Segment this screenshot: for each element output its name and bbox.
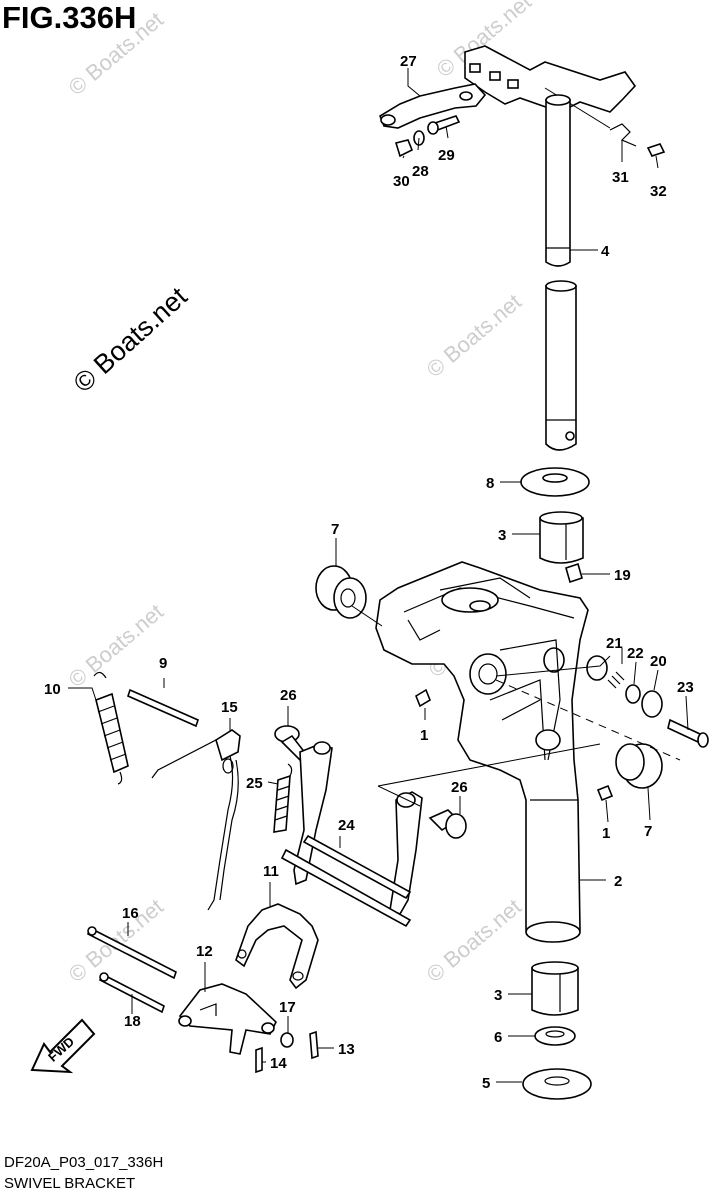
bushing-part — [539, 511, 584, 564]
callout-19: 19 — [614, 567, 631, 584]
pad-part — [565, 562, 583, 584]
callout-20: 20 — [650, 653, 667, 670]
figure-code: DF20A_P03_017_336H — [4, 1154, 164, 1171]
callout-2: 2 — [614, 873, 622, 890]
callout-7: 7 — [644, 823, 652, 840]
callout-29: 29 — [438, 147, 455, 164]
callout-5: 5 — [482, 1075, 490, 1092]
callout-12: 12 — [196, 943, 213, 960]
forward-direction-arrow: FWD — [30, 1018, 96, 1074]
rod-part — [87, 926, 97, 936]
callout-numbers: 27 28 29 30 31 32 4 8 3 19 7 9 10 15 26 … — [44, 53, 694, 1092]
steering-bracket-part — [379, 45, 637, 129]
callout-15: 15 — [221, 699, 238, 716]
cotter-pin-part — [255, 1046, 263, 1074]
callout-27: 27 — [400, 53, 417, 70]
stopper-bracket-part — [235, 903, 319, 990]
spring-part — [93, 671, 129, 785]
callout-1: 1 — [420, 727, 428, 744]
callout-21: 21 — [606, 635, 623, 652]
tilt-support-part — [178, 983, 277, 1055]
figure-name: SWIVEL BRACKET — [4, 1175, 136, 1192]
bushing-part — [531, 961, 579, 1016]
figure-title: FIG.336H — [2, 0, 137, 35]
callout-7: 7 — [331, 521, 339, 538]
washer-part — [522, 1068, 592, 1100]
callout-32: 32 — [650, 183, 667, 200]
callout-16: 16 — [122, 905, 139, 922]
callout-9: 9 — [159, 655, 167, 672]
steering-shaft-part — [545, 94, 577, 451]
callout-14: 14 — [270, 1055, 287, 1072]
callout-6: 6 — [494, 1029, 502, 1046]
callout-8: 8 — [486, 475, 494, 492]
callout-13: 13 — [338, 1041, 355, 1058]
callout-26: 26 — [451, 779, 468, 796]
callout-1: 1 — [602, 825, 610, 842]
callout-24: 24 — [338, 817, 355, 834]
callout-18: 18 — [124, 1013, 141, 1030]
callout-31: 31 — [612, 169, 629, 186]
callout-17: 17 — [279, 999, 296, 1016]
callout-26: 26 — [280, 687, 297, 704]
pin-part — [127, 688, 199, 728]
washer-part — [520, 467, 590, 497]
callout-3: 3 — [498, 527, 506, 544]
callout-4: 4 — [601, 243, 610, 260]
clip-part — [609, 123, 666, 157]
thrust-bolt-part — [586, 655, 709, 748]
callout-22: 22 — [627, 645, 644, 662]
callout-25: 25 — [246, 775, 263, 792]
rod-part — [87, 926, 177, 980]
leader-lines — [68, 68, 689, 1083]
cotter-pin-part — [309, 1030, 319, 1060]
callout-3: 3 — [494, 987, 502, 1004]
washer-part — [280, 1032, 294, 1048]
bushing-part — [615, 743, 663, 789]
swivel-bracket-part — [375, 561, 589, 943]
bolt-part — [428, 809, 467, 839]
spring-part — [273, 763, 293, 833]
washer-part — [534, 1026, 576, 1046]
callout-30: 30 — [393, 173, 410, 190]
callout-23: 23 — [677, 679, 694, 696]
callout-10: 10 — [44, 681, 61, 698]
tilt-lock-lever-part — [280, 741, 423, 928]
rod-part — [99, 972, 109, 982]
callout-11: 11 — [263, 863, 279, 880]
bolt-part — [394, 115, 461, 158]
grease-nipple-part — [415, 688, 431, 708]
bushing-part — [315, 565, 367, 619]
lever-part — [151, 729, 241, 911]
grease-nipple-part — [596, 784, 614, 802]
callout-28: 28 — [412, 163, 429, 180]
